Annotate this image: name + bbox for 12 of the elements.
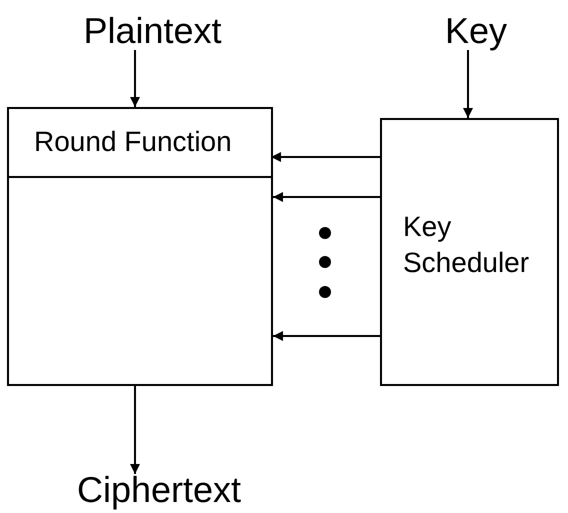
io-label: Ciphertext — [64, 468, 254, 512]
io-label: Key — [436, 8, 516, 54]
arrow — [273, 331, 380, 341]
arrow — [130, 50, 140, 107]
arrow — [130, 386, 140, 474]
arrow — [271, 152, 380, 162]
arrow — [463, 50, 473, 118]
cipher-box — [7, 107, 273, 386]
arrow — [273, 192, 380, 202]
key-scheduler-box: Key Scheduler — [380, 118, 559, 386]
io-label: Plaintext — [70, 8, 235, 54]
round-function-band: Round Function — [9, 109, 271, 178]
